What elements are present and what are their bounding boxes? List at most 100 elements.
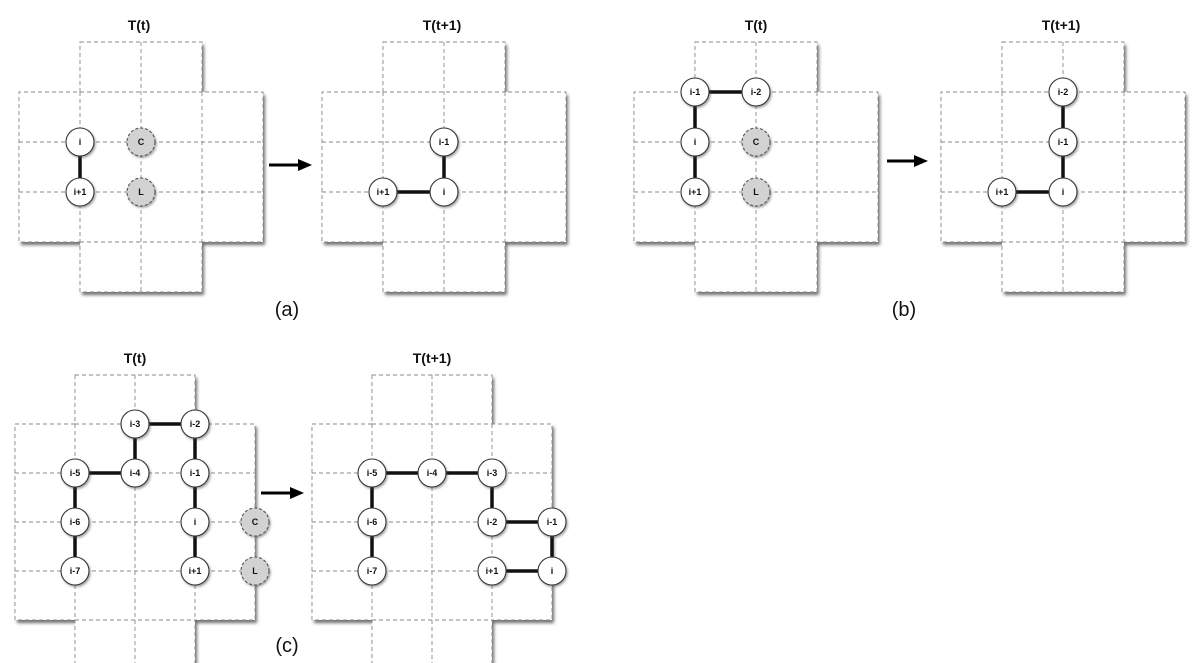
node-label: C [138,137,145,147]
monomer-i+1: i+1 [180,556,210,586]
node-circle [477,507,507,537]
node-circle [477,556,507,586]
node-circle [680,127,710,157]
monomer-i-4: i-4 [120,458,150,488]
transition-arrow-b [887,155,928,167]
monomer-i+1: i+1 [65,177,95,207]
node-label: i [1062,187,1065,197]
node-label: i-7 [70,566,81,576]
panel-a-before: i i+1 C L [18,41,264,293]
monomer-i: i [429,177,459,207]
node-label: L [753,187,759,197]
node-label: L [252,566,258,576]
node-circle [240,507,270,537]
node-label: i-1 [190,468,201,478]
monomer-i-5: i-5 [357,458,387,488]
node-label: i-3 [130,419,141,429]
node-circle [60,458,90,488]
candidate-site-L: L [741,177,771,207]
node-label: i+1 [996,187,1009,197]
node-label: i-1 [690,87,701,97]
node-circle [65,177,95,207]
transition-arrow-a [269,159,312,171]
node-label: i-2 [487,517,498,527]
node-circle [180,409,210,439]
node-label: i+1 [689,187,702,197]
monomer-i-1: i-1 [429,127,459,157]
monomer-i-3: i-3 [477,458,507,488]
monomer-i-1: i-1 [1048,127,1078,157]
monomer-i-6: i-6 [357,507,387,537]
node-circle [65,127,95,157]
node-circle [126,177,156,207]
monomer-i-3: i-3 [120,409,150,439]
node-circle [1048,177,1078,207]
node-label: L [138,187,144,197]
node-label: i-5 [367,468,378,478]
panel-a-after: i-1 i+1 i [321,41,567,293]
monomer-i+1: i+1 [368,177,398,207]
panel-b-after: i-2 i-1 i+1 i [940,41,1186,293]
node-circle [987,177,1017,207]
panel-b-before: i-1 i-2 i Ci+1 L [633,41,879,293]
node-circle [357,458,387,488]
node-circle [357,507,387,537]
node-label: C [753,137,760,147]
node-label: i-2 [190,419,201,429]
node-circle [120,409,150,439]
node-label: i [551,566,554,576]
monomer-i: i [1048,177,1078,207]
node-label: i-1 [547,517,558,527]
monomer-i-2: i-2 [741,77,771,107]
panel-a-before-title: T(t) [128,17,151,33]
node-circle [429,127,459,157]
node-circle [240,556,270,586]
node-label: i+1 [377,187,390,197]
node-circle [537,507,567,537]
node-label: i-1 [1058,137,1069,147]
node-label: i-4 [427,468,438,478]
monomer-i+1: i+1 [477,556,507,586]
panel-a-after-title: T(t+1) [423,17,462,33]
monomer-i-1: i-1 [537,507,567,537]
panel-b-after-title: T(t+1) [1042,17,1081,33]
node-circle [741,177,771,207]
monomer-i-1: i-1 [680,77,710,107]
monomer-i-4: i-4 [417,458,447,488]
monomer-i: i [180,507,210,537]
node-circle [477,458,507,488]
node-circle [429,177,459,207]
node-circle [180,458,210,488]
panel-b-before-title: T(t) [745,17,768,33]
node-label: i+1 [189,566,202,576]
node-circle [60,507,90,537]
candidate-site-C: C [240,507,270,537]
monomer-i-2: i-2 [1048,77,1078,107]
monomer-i: i [65,127,95,157]
node-label: i-2 [751,87,762,97]
node-circle [1048,127,1078,157]
node-circle [537,556,567,586]
node-label: i-1 [439,137,450,147]
candidate-site-C: C [741,127,771,157]
node-circle [368,177,398,207]
node-label: i-6 [70,517,81,527]
monomer-i-7: i-7 [357,556,387,586]
panel-c-after-title: T(t+1) [413,350,452,366]
node-label: i-2 [1058,87,1069,97]
lattice-board [19,42,263,292]
candidate-site-L: L [126,177,156,207]
node-circle [180,556,210,586]
node-circle [357,556,387,586]
node-label: i-3 [487,468,498,478]
node-label: i [79,137,82,147]
node-label: i [694,137,697,147]
panel-c-after: i-5 i-4 i-3 i-6 i-2 i-1 i-7 i+1 i [311,374,567,663]
transition-arrow-c [261,487,304,499]
node-circle [1048,77,1078,107]
node-circle [680,177,710,207]
subfigure-label-a: (a) [275,299,299,321]
subfigure-label-b: (b) [892,299,916,321]
